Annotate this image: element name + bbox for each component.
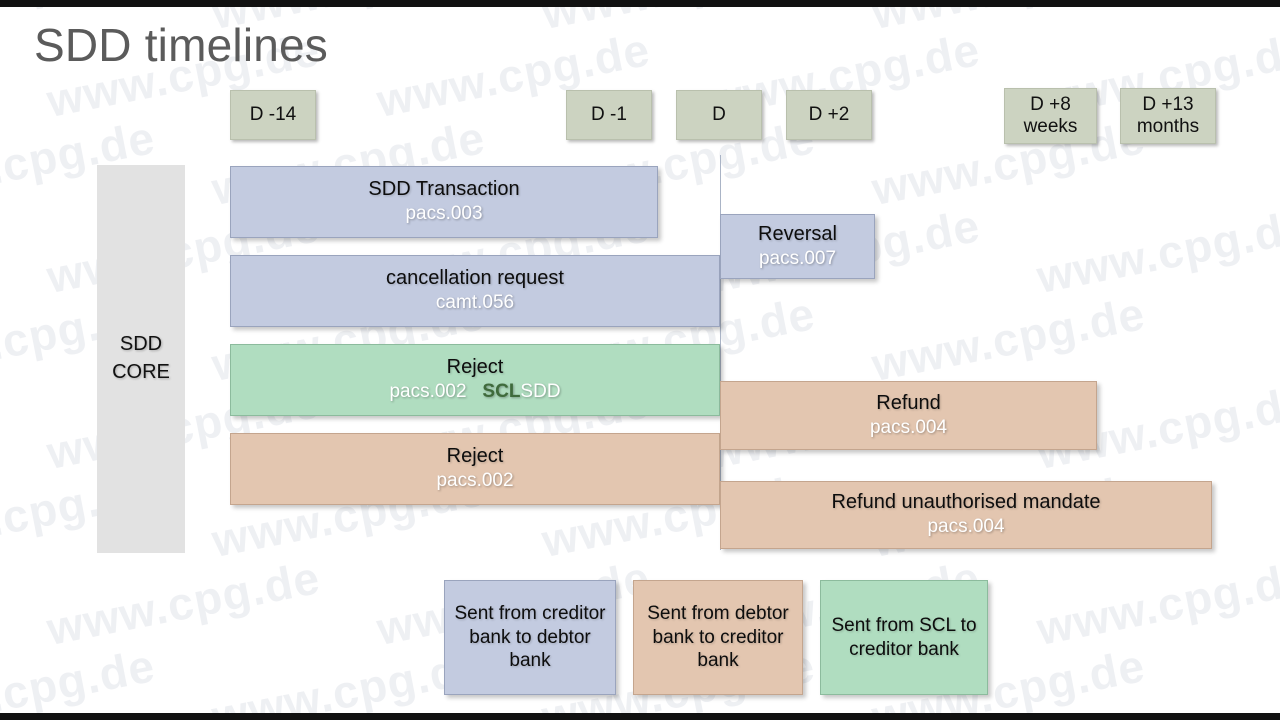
message-bar-name: Refund unauthorised mandate — [831, 491, 1101, 514]
sdd-core-label: SDD CORE — [97, 330, 185, 386]
message-bar-scheme-suffix: SDD — [520, 381, 561, 403]
message-bar-code-value: camt.056 — [435, 292, 515, 314]
message-bar-name: SDD Transaction — [368, 178, 520, 201]
timeline-marker-d-plus-2[interactable]: D +2 — [786, 90, 872, 140]
message-bar-name: Reject — [446, 445, 504, 468]
timeline-marker-label-line1: D — [712, 104, 726, 126]
day-d-divider-line — [720, 155, 721, 550]
legend-item-label: Sent from debtor bank to creditor bank — [647, 602, 789, 672]
message-bar-name: Reversal — [758, 222, 837, 245]
message-bar-code: pacs.002 SCLSDD — [389, 381, 560, 404]
timeline-marker-d-minus-1[interactable]: D -1 — [566, 90, 652, 140]
sdd-core-label-line1: SDD — [119, 333, 163, 355]
message-bar-code: pacs.007 — [759, 248, 836, 271]
timeline-marker-label-line1: D +13 — [1142, 94, 1194, 116]
message-bar-name: Refund — [876, 391, 941, 414]
timeline-marker-label-line2: months — [1136, 116, 1200, 137]
message-bar-name: cancellation request — [386, 267, 564, 290]
message-bar-code-value: pacs.004 — [927, 516, 1005, 538]
legend-item-sent-creditor-to-debtor[interactable]: Sent from creditor bank to debtor bank — [444, 580, 616, 695]
legend-item-sent-debtor-to-creditor[interactable]: Sent from debtor bank to creditor bank — [633, 580, 803, 695]
timeline-marker-label-line2: weeks — [1023, 116, 1078, 137]
legend-item-sent-scl-to-creditor[interactable]: Sent from SCL to creditor bank — [820, 580, 988, 695]
message-bar-code: camt.056 — [436, 292, 514, 315]
sdd-core-column — [97, 165, 185, 553]
timeline-marker-label: D — [712, 104, 726, 126]
letterbox-bottom-bar — [0, 713, 1280, 720]
message-bar-code: pacs.003 — [405, 203, 482, 226]
timeline-marker-label-line1: D -14 — [249, 104, 297, 126]
message-bar-code-spacer — [467, 381, 483, 402]
letterbox-top-bar — [0, 0, 1280, 7]
page-title: SDD timelines — [34, 19, 329, 71]
message-bar-name: Reject — [446, 356, 504, 379]
timeline-marker-d-minus-14[interactable]: D -14 — [230, 90, 316, 140]
timeline-marker-d[interactable]: D — [676, 90, 762, 140]
timeline-marker-label: D -1 — [591, 104, 627, 126]
message-bar-code-value: pacs.004 — [869, 416, 948, 438]
timeline-marker-label-line1: D -1 — [591, 104, 627, 126]
message-bar-scheme-accent: SCL — [482, 381, 521, 403]
legend-item-label: Sent from SCL to creditor bank — [831, 614, 977, 660]
message-bar-code-value: pacs.007 — [758, 247, 837, 269]
message-bar-code-value: pacs.002 — [436, 470, 514, 492]
timeline-marker-label-line1: D +2 — [808, 104, 850, 126]
legend-item-label: Sent from creditor bank to debtor bank — [454, 602, 606, 672]
message-bar-code-value: pacs.002 — [389, 381, 467, 403]
timeline-marker-label: D -14 — [250, 104, 296, 126]
timeline-marker-label-line1: D +8 — [1030, 94, 1071, 116]
message-bar-code: pacs.004 — [870, 417, 947, 440]
timeline-marker-label: D +2 — [809, 104, 850, 126]
message-bar-code: pacs.004 — [927, 516, 1004, 539]
message-bar-code-value: pacs.003 — [405, 203, 483, 225]
sdd-core-label-line2: CORE — [112, 361, 170, 383]
message-bar-code: pacs.002 — [436, 470, 513, 493]
